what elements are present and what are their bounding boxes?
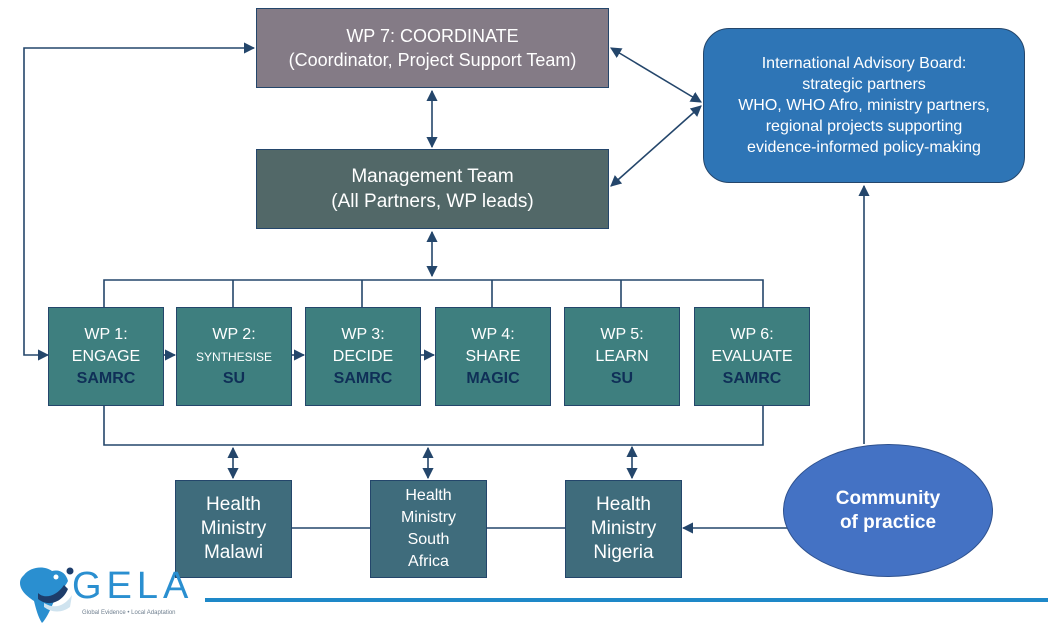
arrow-advisory-wp7 [610,47,702,103]
wp-name: SYNTHESISE [195,349,273,364]
advisory-line: regional projects supporting [765,118,963,135]
ministry-line: Health [405,487,452,504]
wp-label: WP 1: [84,325,128,343]
arrow-advisory-management [610,105,702,187]
wp-lead: SU [610,369,634,387]
wp5-box: WP 5: LEARN SU [564,307,680,406]
gela-tagline: Global Evidence • Local Adaptation [82,610,176,616]
community-line: of practice [839,511,937,533]
ministry-line: Ministry [400,509,457,526]
wp-name: SHARE [465,347,521,365]
wp4-box: WP 4: SHARE MAGIC [435,307,551,406]
wp-label: WP 3: [341,325,385,343]
ministry-malawi-box: Health Ministry Malawi [175,480,292,578]
wp-label: WP 4: [471,325,515,343]
ministry-line: Africa [408,553,449,570]
wp7-coordinate-box: WP 7: COORDINATE (Coordinator, Project S… [256,8,609,88]
ministry-line: Health [596,494,651,515]
footer-divider [205,598,1048,602]
wp-label: WP 6: [730,325,774,343]
community-line: Community [835,487,941,509]
wp-name: DECIDE [332,347,394,365]
wp-name: LEARN [595,347,649,365]
africa-map-icon [20,567,74,623]
wp-label: WP 5: [600,325,644,343]
wp-name: ENGAGE [71,347,141,365]
gela-logo-text: GELA [72,565,194,607]
ministry-line: Malawi [203,542,264,563]
community-of-practice-ellipse: Community of practice [783,444,993,577]
advisory-line: evidence-informed policy-making [747,139,981,156]
ministry-line: Health [206,494,261,515]
ministry-line: Ministry [200,518,267,539]
advisory-line: International Advisory Board: [761,55,967,72]
wp1-box: WP 1: ENGAGE SAMRC [48,307,164,406]
wp-label: WP 2: [212,325,256,343]
management-subtitle: (All Partners, WP leads) [331,191,534,212]
wp6-box: WP 6: EVALUATE SAMRC [694,307,810,406]
wp-lead: SAMRC [76,369,136,387]
advisory-line: WHO, WHO Afro, ministry partners, [738,97,990,114]
ministry-nigeria-box: Health Ministry Nigeria [565,480,682,578]
wp-lead: SAMRC [333,369,393,387]
loop-arrow-wp1-wp7 [23,42,256,361]
management-team-box: Management Team (All Partners, WP leads) [256,149,609,229]
ministry-line: Nigeria [593,542,654,563]
ministry-line: Ministry [590,518,657,539]
wp7-subtitle: (Coordinator, Project Support Team) [288,50,577,70]
wp7-title: WP 7: COORDINATE [346,26,519,46]
wp-lead: MAGIC [466,369,520,387]
ministry-line: South [407,531,450,548]
wp2-box: WP 2: SYNTHESISE SU [176,307,292,406]
advisory-line: strategic partners [802,76,926,93]
wp-name: EVALUATE [711,347,793,365]
wp-lead: SU [222,369,246,387]
management-title: Management Team [351,166,514,187]
wp3-box: WP 3: DECIDE SAMRC [305,307,421,406]
advisory-board-box: International Advisory Board: strategic … [703,28,1025,183]
ministry-south-africa-box: Health Ministry South Africa [370,480,487,578]
wp-lead: SAMRC [722,369,782,387]
